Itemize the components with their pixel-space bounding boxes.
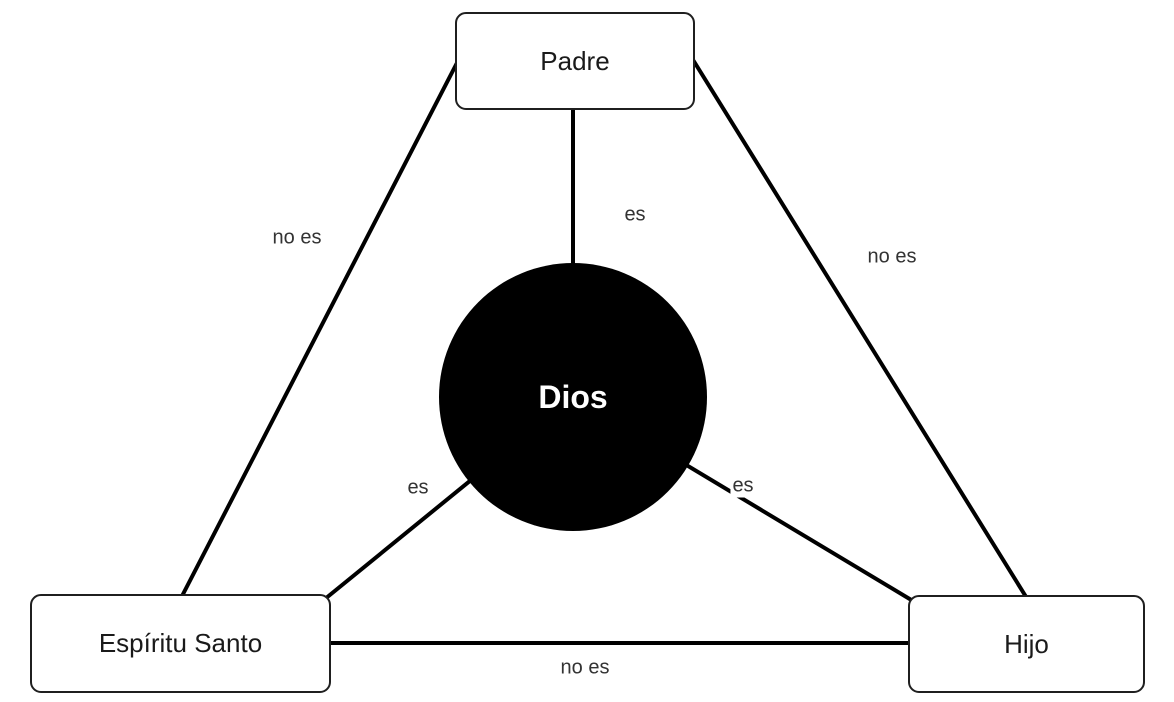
edge-label-padre-dios: es bbox=[622, 203, 648, 227]
node-hijo: Hijo bbox=[908, 595, 1145, 693]
edge-padre-espiritu-line bbox=[178, 55, 462, 602]
node-espiritu-santo-label: Espíritu Santo bbox=[98, 628, 263, 658]
edge-padre-hijo-line bbox=[688, 53, 1030, 602]
node-hijo-label: Hijo bbox=[1004, 628, 1049, 659]
edge-label-espiritu-dios: es bbox=[405, 476, 431, 500]
edge-label-espiritu-hijo: no es bbox=[558, 656, 612, 680]
node-padre-label: Padre bbox=[540, 45, 610, 76]
node-dios-label: Dios bbox=[538, 378, 608, 415]
node-dios: Dios bbox=[439, 263, 707, 531]
node-espiritu-santo: Espíritu Santo bbox=[30, 594, 331, 693]
node-padre: Padre bbox=[455, 12, 695, 110]
edge-label-hijo-dios: es bbox=[730, 474, 756, 498]
edge-label-padre-hijo: no es bbox=[865, 245, 919, 269]
edge-label-padre-espiritu: no es bbox=[270, 226, 324, 250]
